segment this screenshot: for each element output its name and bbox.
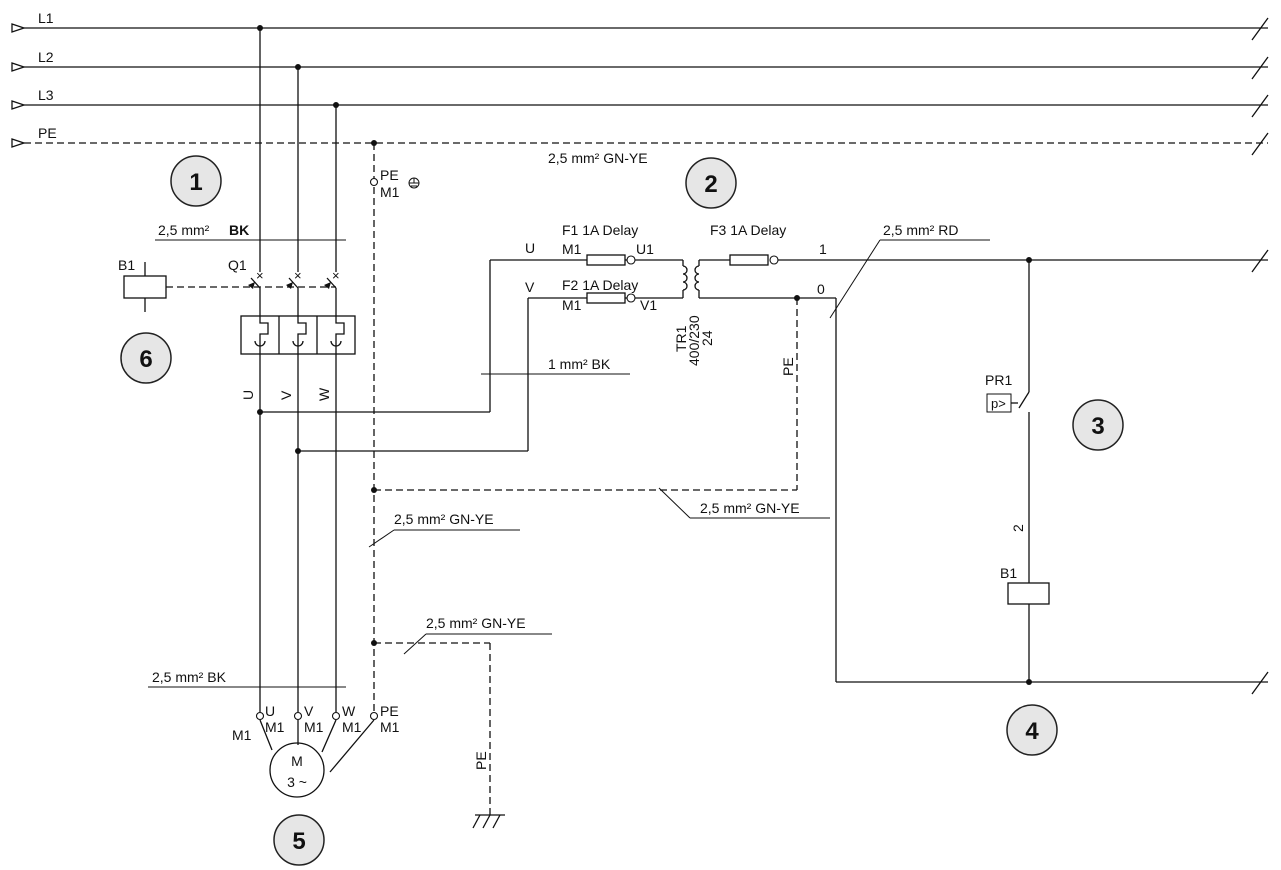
svg-text:×: × (294, 268, 302, 283)
pe-earth-spec: 2,5 mm² GN-YE (426, 615, 526, 631)
motor-label: M (291, 753, 303, 769)
f1-label: F1 1A Delay (562, 222, 638, 238)
breaker-q1: Q1 × × × (166, 257, 356, 355)
fuse-f1: F1 1A Delay M1 U1 (562, 222, 683, 266)
motor-terminals: U M1 M1 V M1 W M1 PE M1 (232, 703, 400, 743)
q1-out-u: U (240, 390, 256, 400)
pr1-symbol: p> (991, 396, 1006, 411)
tr1-secondary: 24 (699, 330, 715, 346)
motor-feed-spec: 2,5 mm² BK (152, 669, 227, 685)
fuse-f2: F2 1A Delay M1 V1 (562, 277, 683, 313)
motor-pe: PE (380, 703, 399, 719)
busbar-l2-label: L2 (38, 49, 54, 65)
ctrl-1mm-spec: 1 mm² BK (548, 356, 611, 372)
b1-top-label: B1 (118, 257, 135, 273)
ctrl-v-label: V (525, 279, 535, 295)
busbar-pe: PE (11, 125, 1269, 156)
motor-m1-left: M1 (232, 727, 252, 743)
relay-coil-icon (1007, 582, 1050, 605)
pe-tr-spec: 2,5 mm² GN-YE (700, 500, 800, 516)
coil-b1-left: B1 (118, 257, 167, 312)
callout-6: 6 (120, 332, 172, 384)
line-1-label: 1 (819, 241, 827, 257)
f1-u1: U1 (636, 241, 654, 257)
coil-b1-right: B1 (1000, 565, 1050, 605)
busbar-l1: L1 (11, 10, 1269, 41)
f1-m1: M1 (562, 241, 582, 257)
f3-label: F3 1A Delay (710, 222, 786, 238)
svg-text:1: 1 (189, 169, 202, 196)
callout-1: 1 (170, 155, 222, 207)
three-phase-motor-icon: M 3 ~ (269, 742, 325, 798)
motor-u-m1: M1 (265, 719, 285, 735)
motor-w: W (342, 703, 356, 719)
busbar-l1-label: L1 (38, 10, 54, 26)
line-0-label: 0 (817, 281, 825, 297)
pressure-switch-pr1: PR1 p> (985, 372, 1030, 413)
wire-2-label: 2 (1010, 524, 1026, 532)
svg-text:4: 4 (1025, 718, 1039, 745)
ctrl-rd-spec: 2,5 mm² RD (883, 222, 958, 238)
transformer-tr1: TR1 400/230 24 (673, 260, 715, 366)
protective-earth-icon (408, 177, 420, 189)
ground-icon (472, 814, 505, 829)
q1-wire-color: BK (229, 222, 249, 238)
svg-text:×: × (256, 268, 264, 283)
busbar-l3-label: L3 (38, 87, 54, 103)
svg-text:6: 6 (139, 346, 152, 373)
b1-coil-label: B1 (1000, 565, 1017, 581)
fuse-f3: F3 1A Delay (710, 222, 786, 266)
callout-2: 2 (685, 157, 737, 209)
tr1-label: TR1 (673, 325, 689, 352)
f2-m1: M1 (562, 297, 582, 313)
callout-3: 3 (1072, 399, 1124, 451)
pe-term-label: PE (380, 167, 399, 183)
tr1-ratio: 400/230 (686, 315, 702, 366)
f2-label: F2 1A Delay (562, 277, 638, 293)
pe-term-m1: M1 (380, 184, 400, 200)
q1-label: Q1 (228, 257, 247, 273)
svg-text:5: 5 (292, 828, 305, 855)
fuse-icon (586, 254, 626, 266)
ctrl-u-label: U (525, 240, 535, 256)
callout-4: 4 (1006, 704, 1058, 756)
q1-out-w: W (316, 387, 332, 401)
fuse-icon (586, 292, 626, 304)
svg-text:3: 3 (1091, 413, 1104, 440)
pe-main-wire-spec: 2,5 mm² GN-YE (548, 150, 648, 166)
motor-w-m1: M1 (342, 719, 362, 735)
fuse-icon (729, 254, 769, 266)
busbar-l2: L2 (11, 49, 1269, 80)
svg-text:×: × (332, 268, 340, 283)
q1-out-v: V (278, 390, 294, 400)
motor-pe-m1: M1 (380, 719, 400, 735)
pe-tr-label: PE (780, 357, 796, 376)
svg-text:2: 2 (704, 171, 717, 198)
pe-vert-spec: 2,5 mm² GN-YE (394, 511, 494, 527)
q1-wire-spec: 2,5 mm² (158, 222, 210, 238)
motor-u: U (265, 703, 275, 719)
busbar-pe-label: PE (38, 125, 57, 141)
pe-earth-label: PE (473, 751, 489, 770)
f2-v1: V1 (640, 297, 657, 313)
pr1-label: PR1 (985, 372, 1012, 388)
motor-phase-label: 3 ~ (287, 774, 307, 790)
busbar-l3: L3 (11, 87, 1269, 118)
motor-v: V (304, 703, 314, 719)
callout-5: 5 (273, 814, 325, 866)
motor-v-m1: M1 (304, 719, 324, 735)
